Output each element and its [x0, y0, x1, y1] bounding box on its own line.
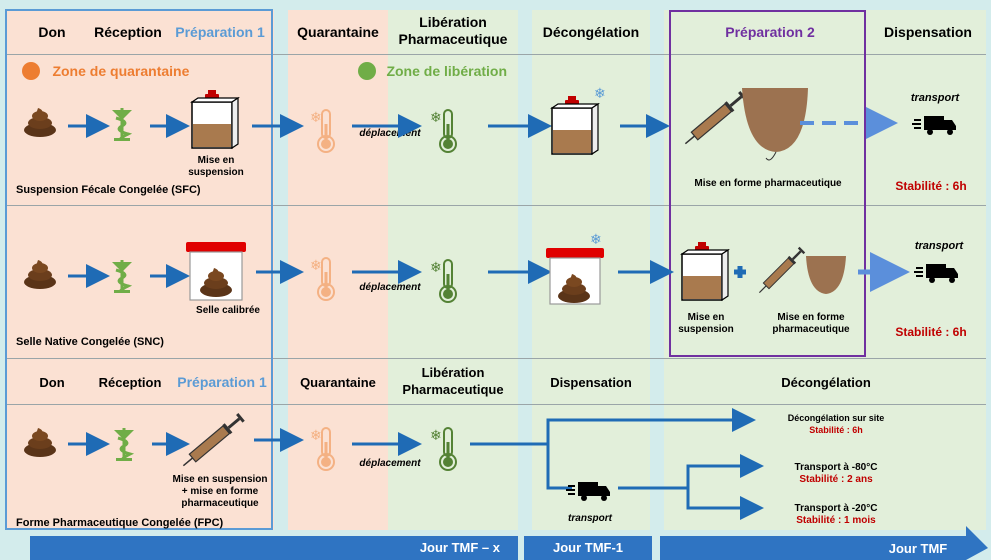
- row1-mise-forme: Mise en forme pharmaceutique: [694, 178, 842, 189]
- row1-transport: transport: [910, 92, 960, 104]
- separator: [6, 404, 986, 405]
- row2-transport: transport: [914, 240, 964, 252]
- row2-mise-forme: Mise en forme pharmaceutique: [772, 312, 850, 335]
- row2-selle-calibree: Selle calibrée: [196, 305, 260, 316]
- row3-mise-suspension: Mise en suspension + mise en forme pharm…: [172, 474, 268, 509]
- row3-header-don: Don: [39, 375, 65, 390]
- separator: [6, 54, 986, 55]
- liberation-zone-label: Zone de libération: [358, 62, 507, 84]
- row3-header-dispensation: Dispensation: [550, 375, 632, 390]
- row3-transport20: Transport à -20°C: [794, 503, 878, 514]
- row3-stab-site: Stabilité : 6h: [809, 425, 863, 435]
- header-reception: Réception: [94, 24, 162, 40]
- row3-deplacement: déplacement: [359, 458, 421, 469]
- header-preparation1: Préparation 1: [175, 24, 265, 40]
- row2-mise-suspension: Mise en suspension: [678, 312, 734, 335]
- row3-header-decongelation: Décongélation: [781, 375, 871, 390]
- separator: [6, 358, 986, 359]
- row2-deplacement: déplacement: [359, 282, 421, 293]
- row3-header-reception: Réception: [98, 375, 162, 390]
- header-quarantaine: Quarantaine: [297, 24, 379, 40]
- row3-transport80: Transport à -80°C: [794, 462, 878, 473]
- preparation1-frame: [5, 9, 273, 530]
- header-dispensation: Dispensation: [884, 24, 972, 40]
- row2-name: Selle Native Congelée (SNC): [16, 336, 164, 348]
- timeline-jour-tmf-x: Jour TMF – x: [419, 540, 500, 555]
- document-icon: [358, 62, 376, 80]
- row3-stab80: Stabilité : 2 ans: [799, 474, 873, 485]
- row1-deplacement: déplacement: [359, 128, 421, 139]
- row3-header-preparation1: Préparation 1: [177, 374, 267, 390]
- separator: [6, 205, 986, 206]
- document-icon: [22, 62, 40, 80]
- row1-stabilite: Stabilité : 6h: [895, 179, 967, 193]
- quarantine-zone-label: Zone de quarantaine: [22, 62, 189, 84]
- svg-text:❄: ❄: [590, 232, 602, 248]
- header-liberation: Libération Pharmaceutique: [398, 14, 508, 47]
- header-preparation2: Préparation 2: [725, 24, 815, 40]
- preparation2-frame: [669, 10, 866, 357]
- row3-header-liberation: Libération Pharmaceutique: [402, 365, 504, 397]
- svg-text:❄: ❄: [594, 86, 606, 102]
- row3-transport: transport: [568, 513, 612, 524]
- header-decongelation: Décongélation: [542, 24, 640, 40]
- row3-header-quarantaine: Quarantaine: [300, 375, 376, 390]
- timeline-jour-tmf-1: Jour TMF-1: [552, 540, 624, 555]
- row3-stab20: Stabilité : 1 mois: [796, 515, 876, 526]
- row3-decong-site: Décongélation sur site: [787, 413, 885, 423]
- timeline-jour-tmf: Jour TMF: [888, 541, 948, 556]
- header-don: Don: [38, 24, 66, 40]
- row2-stabilite: Stabilité : 6h: [895, 325, 967, 339]
- row3-name: Forme Pharmaceutique Congelée (FPC): [16, 517, 224, 529]
- row1-name: Suspension Fécale Congelée (SFC): [16, 184, 201, 196]
- row1-mise-suspension: Mise en suspension: [188, 155, 244, 178]
